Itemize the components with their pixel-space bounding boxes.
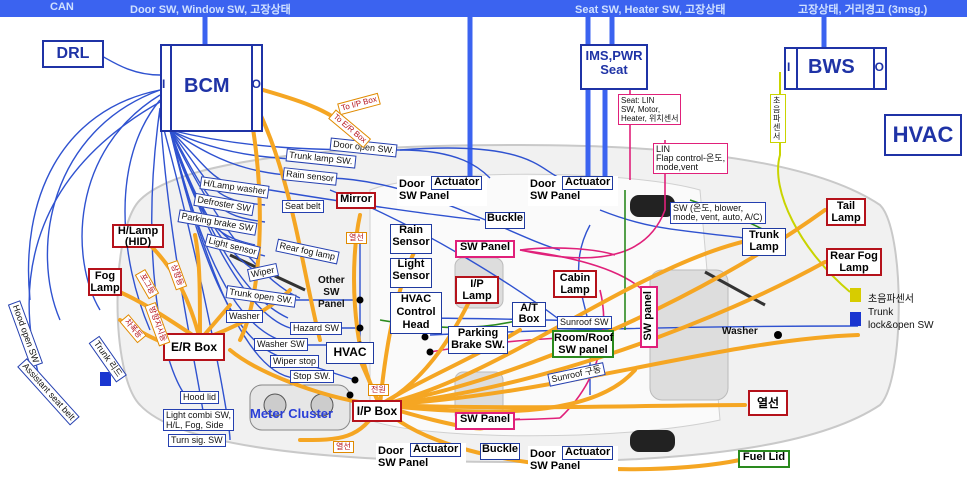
bcm-out-port: O <box>251 77 261 91</box>
sig-washer: Washer <box>226 310 263 323</box>
fuel-lid-box[interactable]: Fuel Lid <box>738 450 790 468</box>
door-actuator-rr[interactable]: Door SW Panel Actuator <box>528 446 618 476</box>
bws-out-port: O <box>874 60 884 74</box>
buckle-bottom[interactable]: Buckle <box>480 443 520 460</box>
lbl-jeonwon: 전원 <box>368 384 389 396</box>
hvac-small-box[interactable]: HVAC <box>326 342 374 364</box>
rear-washer-label: Washer <box>722 326 758 337</box>
bws-in-port: I <box>787 60 791 74</box>
sig-sunroof-sw: Sunroof SW <box>557 316 612 329</box>
can-door-window-label: Door SW, Window SW, 고장상태 <box>130 4 291 16</box>
bws-module[interactable]: I O BWS <box>784 47 887 90</box>
sig-washer-sw: Washer SW <box>254 338 308 351</box>
hvac-module[interactable]: HVAC <box>884 114 962 156</box>
bcm-title: BCM <box>184 75 230 97</box>
can-fault-distance-label: 고장상태, 거리경고 (3msg.) <box>798 4 928 16</box>
ip-box[interactable]: I/P Box <box>352 400 402 422</box>
meter-cluster-label: Meter Cluster <box>250 406 334 421</box>
wheel-rear-right <box>630 430 675 452</box>
sw-panel-vertical[interactable]: SW panel <box>640 286 658 348</box>
yeolseon-box[interactable]: 열선 <box>748 390 788 416</box>
sw-temp-note: SW (온도, blower,mode, vent, auto, A/C) <box>670 202 766 224</box>
door-actuator-fl[interactable]: Door SW Panel Actuator <box>397 176 487 206</box>
ims-line1: IMS,PWR <box>585 48 643 63</box>
trunk-lock-marker <box>850 312 861 326</box>
can-drops <box>202 15 827 178</box>
left-sensor-marker <box>100 372 111 386</box>
door-actuator-rl[interactable]: Door SW Panel Actuator <box>528 176 618 206</box>
hlamp-hid-box[interactable]: H/Lamp(HID) <box>112 224 164 248</box>
bcm-output-bar <box>251 46 253 130</box>
sw-panel-top[interactable]: SW Panel <box>455 240 515 258</box>
ims-line2: Seat <box>600 61 628 77</box>
bcm-module[interactable]: I O BCM <box>160 44 263 132</box>
can-label: CAN <box>50 1 74 13</box>
sig-seat-belt: Seat belt <box>282 200 324 213</box>
sw-panel-bottom[interactable]: SW Panel <box>455 412 515 430</box>
bws-title: BWS <box>808 56 855 78</box>
sig-light-combi: Light combi SW,H/L, Fog, Side <box>163 409 235 431</box>
sig-hazard: Hazard SW <box>290 322 343 335</box>
bcm-in-port: I <box>162 77 166 91</box>
bws-link-note: 초음파센서 <box>770 94 786 143</box>
hvac-title: HVAC <box>892 122 954 147</box>
er-box[interactable]: E/R Box <box>163 333 225 361</box>
wheel-rear-left <box>630 195 675 217</box>
ultrasonic-marker <box>850 288 861 302</box>
lbl-yeolseon-b: 열선 <box>333 441 354 453</box>
sig-turn-sig: Turn sig. SW <box>168 434 226 447</box>
ultrasonic-label: 초음파센서 <box>868 294 914 305</box>
door-actuator-fr[interactable]: Door SW Panel Actuator <box>376 443 466 473</box>
drl-label: DRL <box>56 45 90 62</box>
buckle-top[interactable]: Buckle <box>485 212 525 229</box>
sig-stop-sw: Stop SW. <box>290 370 334 383</box>
ims-pwr-seat-module[interactable]: IMS,PWR Seat <box>580 44 648 90</box>
sig-wiper-stop: Wiper stop <box>270 355 320 368</box>
lbl-yeolseon-a: 열선 <box>346 232 367 244</box>
mirror-box[interactable]: Mirror <box>336 192 376 209</box>
sig-hood-lid: Hood lid <box>180 391 220 404</box>
can-bus-bar: CAN Door SW, Window SW, 고장상태 Seat SW, He… <box>0 0 967 17</box>
bcm-input-bar <box>170 46 172 130</box>
can-seat-heater-label: Seat SW, Heater SW, 고장상태 <box>575 4 726 16</box>
drl-module[interactable]: DRL <box>42 40 104 68</box>
